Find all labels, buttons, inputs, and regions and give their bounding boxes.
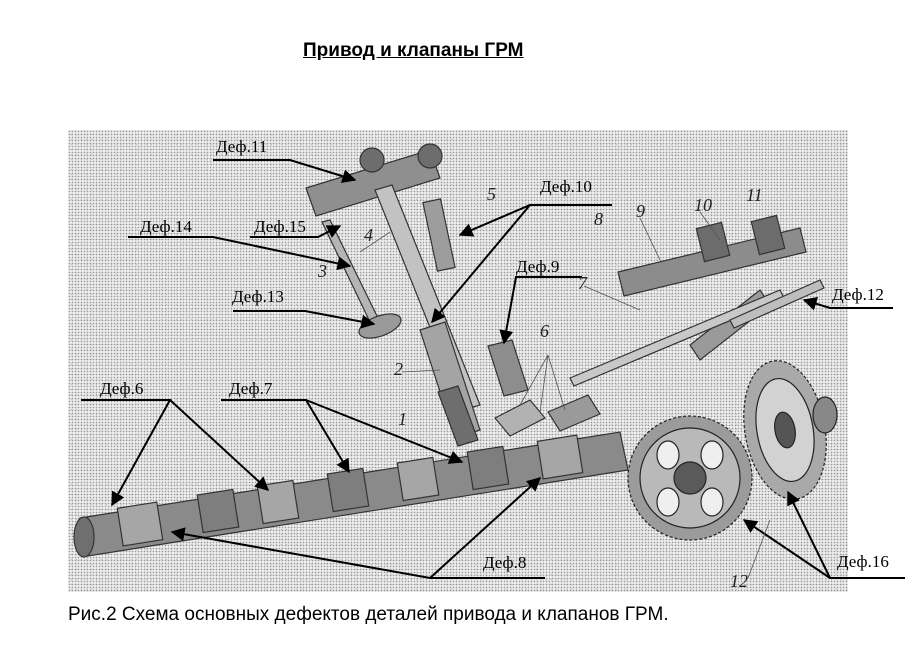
label-def9: Деф.9: [516, 257, 560, 276]
label-def16: Деф.16: [837, 552, 889, 571]
leader-def13: [233, 310, 376, 329]
rocker-shaft: [569, 214, 825, 387]
leader-def6-a: [81, 399, 172, 507]
leader-def7-b: [305, 399, 464, 464]
leader-def15: [250, 225, 342, 238]
label-def14: Деф.14: [140, 217, 192, 236]
part-number-6: 6: [540, 321, 549, 341]
part-number-11: 11: [746, 185, 763, 205]
part-number-1: 1: [398, 409, 407, 429]
part-number-8: 8: [594, 209, 603, 229]
crankshaft-gear: [743, 360, 838, 500]
leader-def14: [128, 236, 352, 271]
part-number-7: 7: [578, 273, 587, 293]
label-def13: Деф.13: [232, 287, 284, 306]
leader-def11: [213, 159, 357, 183]
leader-def6-b: [169, 399, 270, 491]
part-number-2: 2: [394, 359, 403, 379]
leader-def7-a: [221, 399, 350, 474]
part-number-5: 5: [487, 184, 496, 204]
leader-def10-a: [458, 204, 612, 237]
part-number-10: 10: [694, 195, 712, 215]
tappets: [419, 321, 601, 447]
leader-def16-b: [742, 519, 831, 579]
leader-def12: [802, 297, 893, 311]
label-def11: Деф.11: [216, 137, 268, 156]
label-def15: Деф.15: [254, 217, 306, 236]
figure-caption: Рис.2 Схема основных дефектов деталей пр…: [68, 604, 669, 625]
label-def10: Деф.10: [540, 177, 592, 196]
label-def12: Деф.12: [832, 285, 884, 304]
camshaft: [73, 431, 629, 558]
label-def8: Деф.8: [483, 553, 527, 572]
part-number-4: 4: [364, 225, 373, 245]
label-def6: Деф.6: [100, 379, 144, 398]
part-number-pointers: [359, 211, 771, 579]
camshaft-gear: [627, 415, 753, 541]
label-def7: Деф.7: [229, 379, 273, 398]
leader-def10-b: [431, 204, 531, 324]
leader-def8-b: [429, 477, 542, 579]
leader-def9: [499, 276, 582, 345]
part-number-9: 9: [636, 201, 645, 221]
leader-lines: [81, 159, 905, 579]
part-number-3: 3: [318, 261, 327, 281]
part-number-12: 12: [730, 571, 748, 591]
page-title: Привод и клапаны ГРМ: [303, 40, 524, 61]
